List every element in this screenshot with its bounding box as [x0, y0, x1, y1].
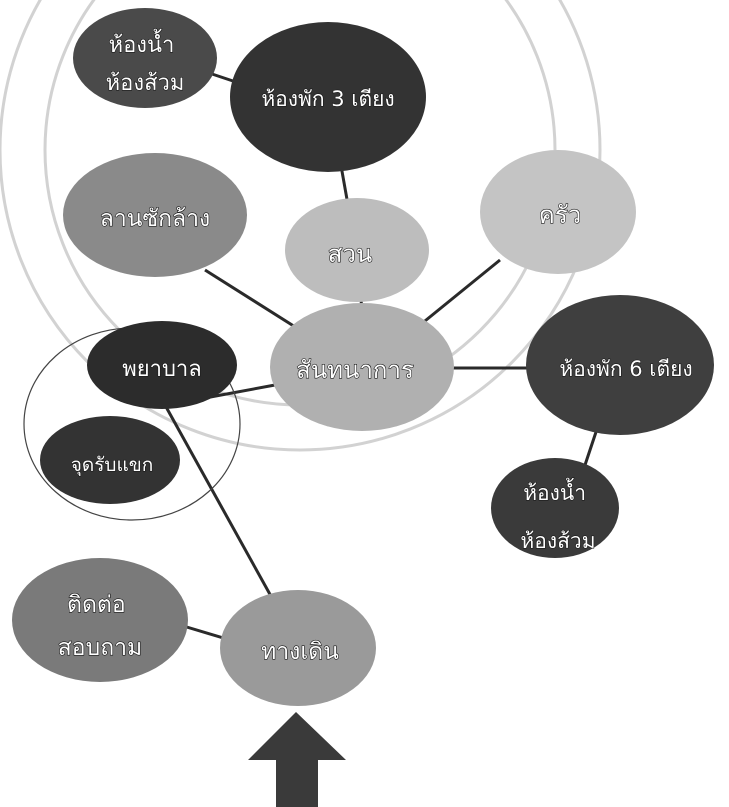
node-contact-line1: ติดต่อ: [67, 592, 126, 618]
node-contact-line2: สอบถาม: [58, 635, 142, 661]
entry-arrow: [248, 712, 346, 807]
svg-text:สันทนาการ: สันทนาการ: [296, 356, 414, 384]
svg-text:จุดรับแขก: จุดรับแขก: [71, 454, 153, 477]
svg-text:ติดต่อ สอบถาม: ติดต่อ สอบถาม: [58, 592, 142, 661]
node-bathroom-right: ห้องน้ำ ห้องส้วม: [491, 458, 619, 558]
node-bedroom-3: ห้องพัก 3 เตียง: [230, 22, 426, 172]
node-bathroom-right-line2: ห้องส้วม: [520, 529, 595, 553]
node-walkway-label: ทางเดิน: [261, 639, 339, 665]
svg-text:ลานซักล้าง: ลานซักล้าง: [100, 206, 211, 232]
node-kitchen: ครัว: [480, 150, 636, 274]
node-bathroom-top-line1: ห้องน้ำ: [109, 29, 175, 58]
node-bedroom-6: ห้องพัก 6 เตียง: [526, 295, 714, 435]
node-recreation-shape: [270, 303, 454, 431]
node-courtyard-label: ลานซักล้าง: [100, 206, 211, 232]
svg-text:สวน: สวน: [328, 240, 373, 268]
node-walkway-shape: [220, 590, 376, 706]
node-recreation-label: สันทนาการ: [296, 356, 414, 384]
connectors: [163, 68, 602, 642]
edge-nurse-walkway: [163, 404, 274, 599]
node-bathroom-top: ห้องน้ำ ห้องส้วม: [73, 8, 217, 108]
svg-text:ครัว: ครัว: [539, 201, 581, 229]
node-bathroom-right-shape: [491, 458, 619, 558]
node-bathroom-right-line1: ห้องน้ำ: [523, 478, 586, 505]
node-kitchen-label: ครัว: [539, 201, 581, 229]
node-bathroom-top-shape: [73, 8, 217, 108]
svg-text:พยาบาล: พยาบาล: [122, 357, 202, 382]
node-garden-shape: [285, 198, 429, 302]
svg-text:ห้องน้ำ ห้องส้วม: ห้องน้ำ ห้องส้วม: [520, 478, 595, 553]
node-bathroom-top-line2: ห้องส้วม: [106, 71, 185, 96]
edge-kitchen-recreation: [419, 258, 501, 327]
node-walkway: ทางเดิน: [220, 590, 376, 706]
node-courtyard-shape: [63, 153, 247, 277]
svg-text:ทางเดิน: ทางเดิน: [261, 639, 339, 665]
node-contact: ติดต่อ สอบถาม: [12, 558, 188, 682]
edge-recreation-nurse: [204, 383, 276, 400]
svg-text:ห้องพัก 3 เตียง: ห้องพัก 3 เตียง: [261, 87, 394, 111]
node-bedroom-6-label: ห้องพัก 6 เตียง: [559, 357, 692, 381]
node-nurse-shape: [87, 321, 237, 409]
node-bedroom-3-label: ห้องพัก 3 เตียง: [261, 87, 394, 111]
edge-courtyard-recreation: [204, 268, 301, 332]
node-reception: จุดรับแขก: [40, 416, 180, 504]
node-garden: สวน: [285, 198, 429, 302]
node-bedroom-6-shape: [526, 295, 714, 435]
svg-text:ห้องพัก 6 เตียง: ห้องพัก 6 เตียง: [559, 357, 692, 381]
svg-text:ห้องน้ำ ห้องส้วม: ห้องน้ำ ห้องส้วม: [106, 29, 185, 96]
node-reception-shape: [40, 416, 180, 504]
node-courtyard: ลานซักล้าง: [63, 153, 247, 277]
node-kitchen-shape: [480, 150, 636, 274]
node-recreation: สันทนาการ: [270, 303, 454, 431]
node-bedroom-3-shape: [230, 22, 426, 172]
node-contact-shape: [12, 558, 188, 682]
node-nurse: พยาบาล: [87, 321, 237, 409]
node-garden-label: สวน: [328, 240, 373, 268]
node-nurse-label: พยาบาล: [122, 357, 202, 382]
node-reception-label: จุดรับแขก: [71, 454, 153, 477]
